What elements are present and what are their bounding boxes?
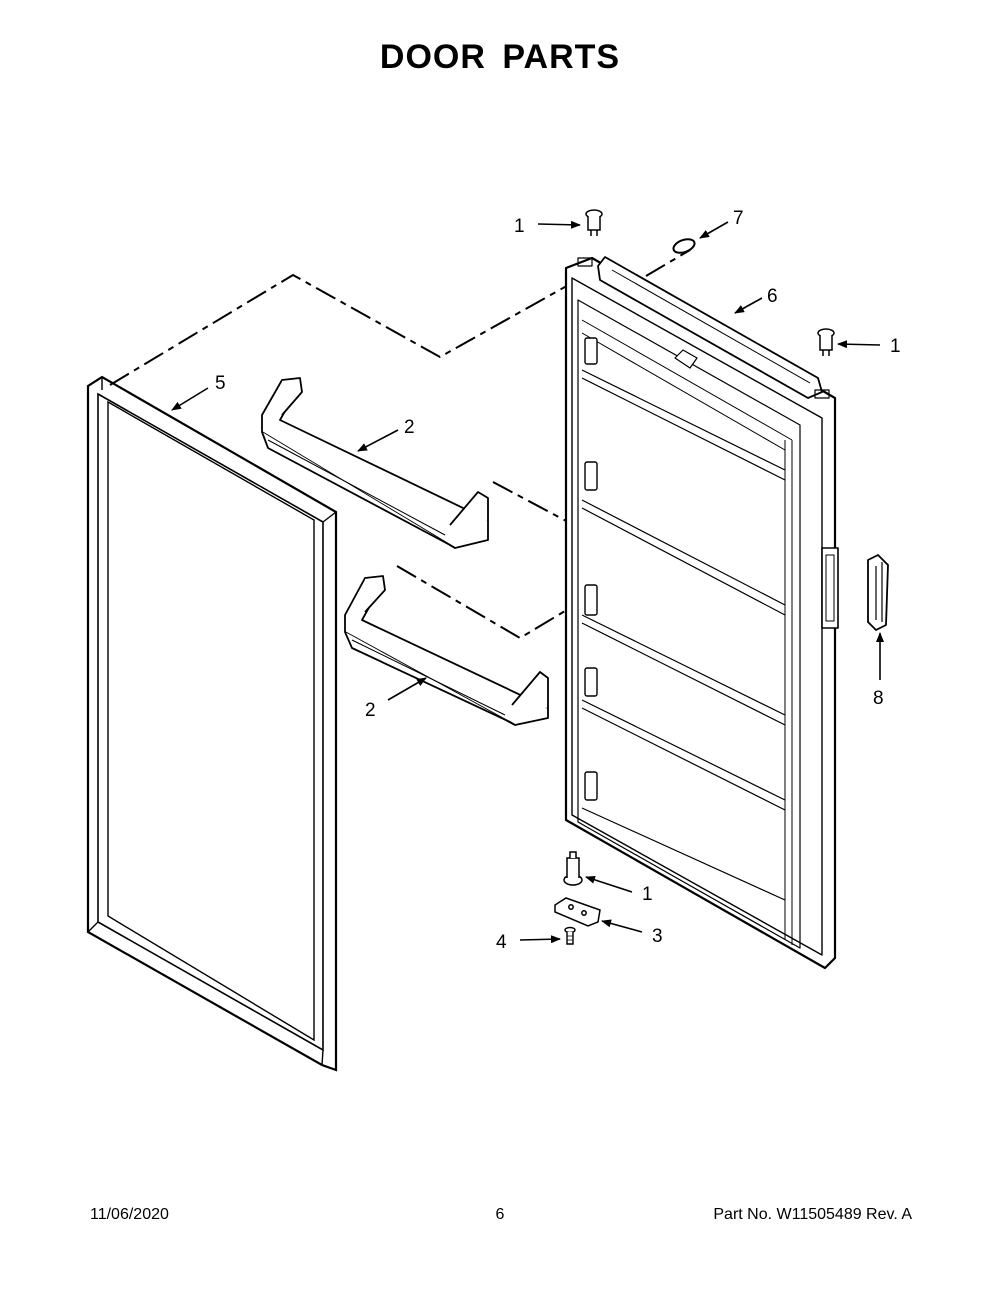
door-bin-upper bbox=[261, 377, 489, 549]
bushing-right bbox=[817, 328, 835, 356]
hinge-bushings bbox=[563, 209, 835, 886]
callout-8: 8 bbox=[873, 688, 884, 709]
door-handle bbox=[867, 554, 889, 631]
top-door-trim bbox=[597, 256, 823, 399]
bushing-top bbox=[585, 209, 603, 236]
footer-part-number: Part No. W11505489 Rev. A bbox=[713, 1206, 912, 1223]
callout-6: 6 bbox=[767, 286, 778, 307]
hinge-screw bbox=[564, 926, 576, 945]
hinge-bracket bbox=[554, 897, 601, 927]
callout-1-right: 1 bbox=[890, 336, 901, 357]
door-gasket bbox=[86, 375, 338, 1072]
callout-3: 3 bbox=[652, 926, 663, 947]
callout-1-bottom: 1 bbox=[642, 884, 653, 905]
door-assembly bbox=[564, 256, 839, 970]
callout-arrows bbox=[171, 220, 884, 944]
callout-1-top: 1 bbox=[514, 216, 525, 237]
callout-7: 7 bbox=[733, 208, 744, 229]
door-bin-lower bbox=[344, 575, 549, 726]
footer-date: 11/06/2020 bbox=[90, 1206, 169, 1223]
callout-2-lower: 2 bbox=[365, 700, 376, 721]
callout-4: 4 bbox=[496, 932, 507, 953]
assembly-lines bbox=[109, 249, 791, 640]
callout-5: 5 bbox=[215, 373, 226, 394]
o-ring bbox=[672, 238, 696, 254]
page-title: DOOR PARTS bbox=[379, 38, 621, 76]
bushing-bottom bbox=[563, 851, 583, 886]
callout-2-upper: 2 bbox=[404, 417, 415, 438]
footer-page-number: 6 bbox=[495, 1206, 505, 1223]
